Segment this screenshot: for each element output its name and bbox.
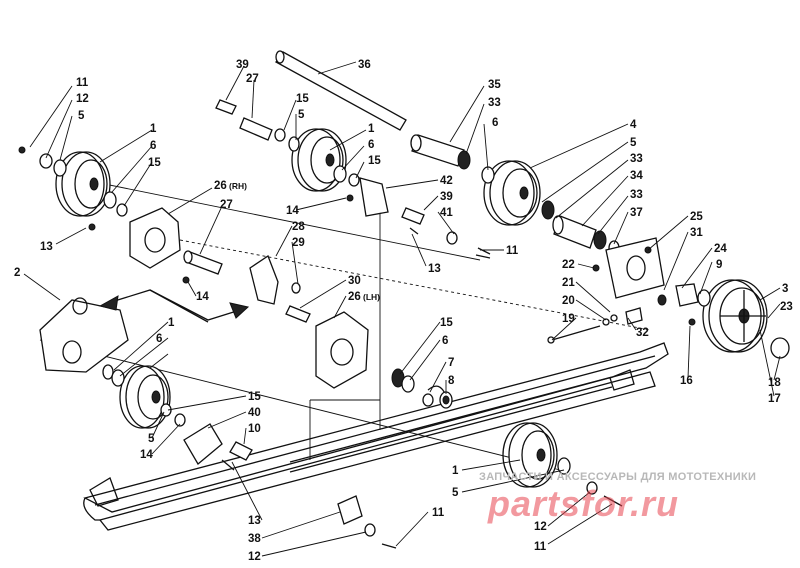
callout-label: 40	[248, 407, 261, 419]
callout-label: 14	[140, 449, 153, 461]
callout-label: 18	[768, 377, 781, 389]
callout-label: 6	[156, 333, 162, 345]
watermark-logo: partsfor.ru	[488, 483, 680, 524]
callout-label: 13	[40, 241, 53, 253]
idler-wheel-lower-left	[119, 365, 171, 429]
callout-label: 27	[246, 73, 259, 85]
slide-rail	[83, 342, 669, 531]
callout-label: 33	[630, 189, 643, 201]
callout-label: 34	[630, 170, 643, 182]
callout-label: 36	[358, 59, 371, 71]
callout-label: 27	[220, 199, 233, 211]
callout-label: 15	[248, 391, 261, 403]
callout-label: 26	[214, 180, 227, 192]
callout-label: 23	[780, 301, 793, 313]
callout-label: 28	[292, 221, 305, 233]
callout-label: 4	[630, 119, 637, 131]
callout-label: 9	[716, 259, 722, 271]
callout-label: 11	[534, 541, 547, 553]
callout-label: 5	[452, 487, 459, 499]
callout-label: 21	[562, 277, 575, 289]
callout-label: 7	[448, 357, 454, 369]
small-hardware	[18, 99, 790, 549]
callout-label: 33	[630, 153, 643, 165]
callout-label: 3	[782, 283, 788, 295]
callout-label: 1	[150, 123, 157, 135]
callout-label: 1	[168, 317, 175, 329]
callout-label: 8	[448, 375, 455, 387]
upper-shaft	[275, 50, 407, 131]
callout-label: 5	[148, 433, 155, 445]
callout-label: 20	[562, 295, 575, 307]
callout-label: 37	[630, 207, 643, 219]
callout-label: 39	[440, 191, 453, 203]
callout-label: 24	[714, 243, 727, 255]
idler-wheel-lower-right	[502, 422, 558, 488]
callout-label: 6	[442, 335, 448, 347]
callout-label: 15	[296, 93, 309, 105]
callout-label: 6	[492, 117, 498, 129]
callout-label: 11	[432, 507, 445, 519]
callout-label: 38	[248, 533, 261, 545]
callout-label: 19	[562, 313, 575, 325]
callout-label: 12	[534, 521, 547, 533]
callout-label: 39	[236, 59, 249, 71]
callout-label: 32	[636, 327, 649, 339]
callout-label: 12	[248, 551, 261, 563]
callout-label: 41	[440, 207, 453, 219]
callout-label: 5	[78, 110, 85, 122]
callout-label: 2	[14, 267, 20, 279]
callout-label: 13	[428, 263, 441, 275]
callout-label: 6	[150, 140, 156, 152]
callout-label: 42	[440, 175, 453, 187]
center-axis-lines	[39, 174, 651, 471]
side-tag-rh: (RH)	[229, 181, 247, 191]
callout-label: 17	[768, 393, 781, 405]
callout-label: 1	[452, 465, 459, 477]
callout-label: 29	[292, 237, 305, 249]
orientation-arrow	[98, 289, 250, 323]
callout-label: 25	[690, 211, 703, 223]
callout-label: 10	[248, 423, 261, 435]
callout-label: 5	[298, 109, 305, 121]
callout-label: 16	[680, 375, 693, 387]
callout-labels: 11 12 5 1 6 15 26 (RH) 27 13 2 14 39 27 …	[14, 59, 793, 563]
callout-label: 14	[286, 205, 299, 217]
callout-label: 14	[196, 291, 209, 303]
idler-wheel-upper-right	[483, 160, 541, 226]
callout-label: 11	[506, 245, 519, 257]
callout-label: 26	[348, 291, 361, 303]
callout-label: 12	[76, 93, 89, 105]
callout-label: 31	[690, 227, 703, 239]
callout-label: 15	[148, 157, 161, 169]
watermark-tagline: ЗАПЧАСТИ И АКСЕССУАРЫ ДЛЯ МОТОТЕХНИКИ	[479, 471, 757, 483]
side-tag-lh: (LH)	[363, 292, 380, 302]
leader-lines	[23, 61, 781, 557]
callout-label: 6	[368, 139, 374, 151]
callout-label: 35	[488, 79, 501, 91]
callout-label: 15	[440, 317, 453, 329]
callout-label: 15	[368, 155, 381, 167]
callout-label: 33	[488, 97, 501, 109]
callout-label: 11	[76, 77, 89, 89]
callout-label: 5	[630, 137, 637, 149]
rear-wheel-spoked	[702, 279, 768, 353]
callout-label: 1	[368, 123, 375, 135]
callout-label: 13	[248, 515, 261, 527]
callout-label: 22	[562, 259, 575, 271]
callout-label: 30	[348, 275, 361, 287]
idler-wheel-upper-left	[55, 151, 111, 217]
